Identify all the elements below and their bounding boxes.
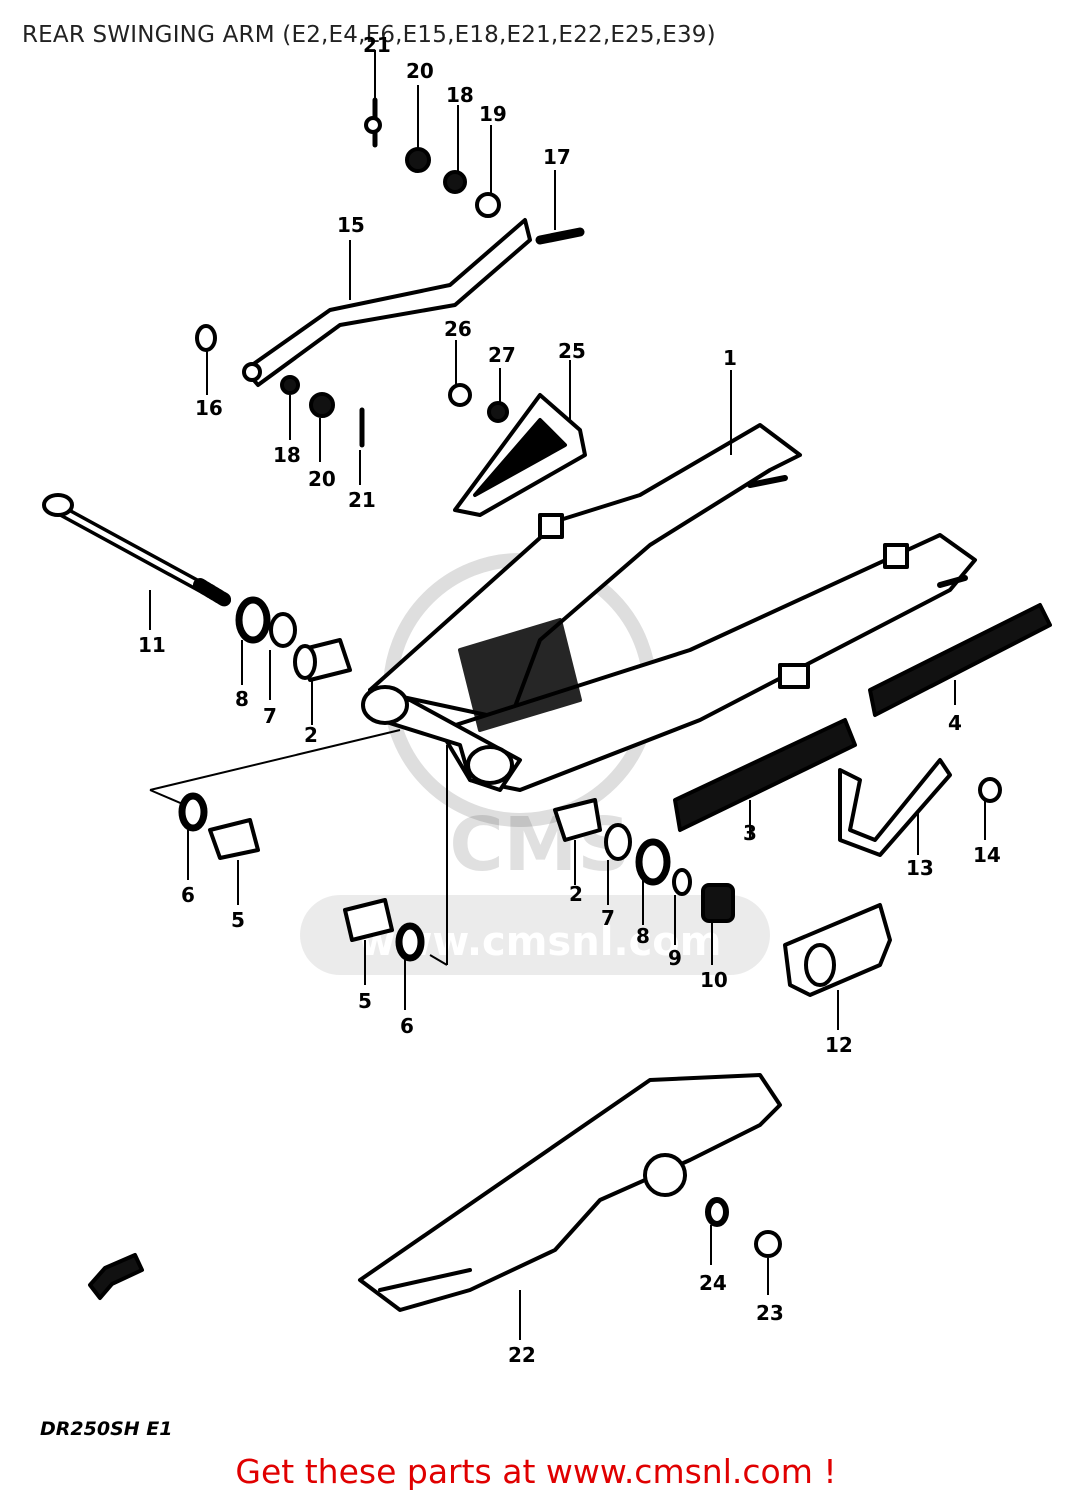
callout-27: 27	[488, 343, 516, 367]
watermark-logo-text: CMS	[449, 802, 630, 888]
callout-9: 9	[668, 946, 682, 970]
callout-2: 2	[304, 723, 318, 747]
bushings-and-washers	[178, 596, 1002, 1258]
chain-guide-plate	[838, 758, 952, 857]
callout-12: 12	[825, 1033, 853, 1057]
chain-case	[358, 1073, 782, 1312]
pivot-bolt	[42, 493, 232, 607]
decal-4	[868, 603, 1052, 717]
chain-guide-upper	[453, 393, 587, 517]
callout-8: 8	[235, 687, 249, 711]
callout-14: 14	[973, 843, 1001, 867]
callout-5: 5	[231, 908, 245, 932]
callout-labels: 1 2 2 3 4 5 5 6 6 7 7 8 8 9 10 11 12 13 …	[138, 33, 1001, 1367]
callout-19: 19	[479, 102, 507, 126]
callout-21: 21	[363, 33, 391, 57]
model-code-label: DR250SH E1	[40, 1418, 173, 1440]
callout-18: 18	[273, 443, 301, 467]
callout-7: 7	[601, 906, 615, 930]
callout-17: 17	[543, 145, 571, 169]
fasteners-upper	[195, 97, 585, 448]
callout-22: 22	[508, 1343, 536, 1367]
swinging-arm	[361, 423, 977, 792]
callout-26: 26	[444, 317, 472, 341]
callout-10: 10	[700, 968, 728, 992]
chain-adjuster	[783, 903, 892, 997]
callout-8: 8	[636, 924, 650, 948]
leader-lines	[149, 50, 986, 1340]
callout-5: 5	[358, 989, 372, 1013]
callout-20: 20	[406, 59, 434, 83]
callout-6: 6	[400, 1014, 414, 1038]
callout-21: 21	[348, 488, 376, 512]
callout-24: 24	[699, 1271, 727, 1295]
callout-4: 4	[948, 711, 962, 735]
torque-link	[242, 218, 532, 387]
front-direction-arrow	[88, 1253, 144, 1300]
callout-6: 6	[181, 883, 195, 907]
callout-20: 20	[308, 467, 336, 491]
callout-16: 16	[195, 396, 223, 420]
callout-25: 25	[558, 339, 586, 363]
callout-23: 23	[756, 1301, 784, 1325]
callout-1: 1	[723, 346, 737, 370]
callout-3: 3	[743, 821, 757, 845]
callout-2: 2	[569, 882, 583, 906]
callout-15: 15	[337, 213, 365, 237]
callout-13: 13	[906, 856, 934, 880]
callout-18: 18	[446, 83, 474, 107]
diagram-title: REAR SWINGING ARM (E2,E4,E6,E15,E18,E21,…	[22, 22, 716, 48]
callout-11: 11	[138, 633, 166, 657]
decal-3	[673, 718, 857, 832]
callout-7: 7	[263, 704, 277, 728]
footer-parts-link[interactable]: Get these parts at www.cmsnl.com !	[235, 1452, 837, 1491]
